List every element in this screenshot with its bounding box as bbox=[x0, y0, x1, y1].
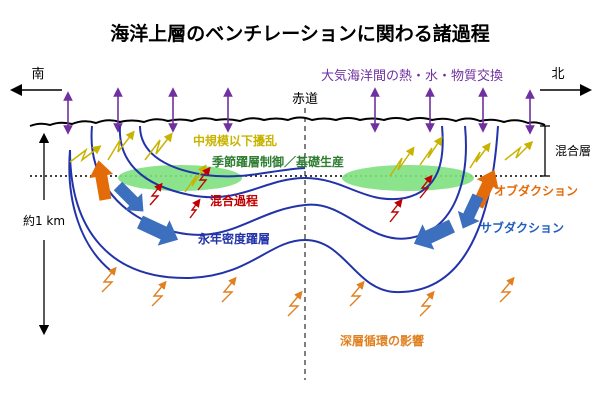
isopycnal-left-edge bbox=[68, 149, 111, 271]
deep-label: 深層循環の影響 bbox=[340, 333, 424, 348]
seasonal-ellipse-north bbox=[342, 165, 474, 191]
thermocline-label: 永年密度躍層 bbox=[197, 231, 270, 246]
depth-label: 約1 km bbox=[23, 213, 65, 228]
mesoscale-label: 中規模以下擾乱 bbox=[193, 133, 277, 148]
seasonal-ellipse-south bbox=[118, 165, 242, 191]
obduction-label: オブダクション bbox=[494, 183, 578, 198]
mesoscale-arrows bbox=[69, 130, 534, 193]
north-label: 北 bbox=[551, 67, 564, 82]
mixing-label: 混合過程 bbox=[210, 193, 258, 208]
title: 海洋上層のベンチレーションに関わる諸過程 bbox=[110, 22, 490, 45]
mixing-arrows bbox=[149, 166, 433, 223]
seasonal-label: 季節躍層制御／基礎生産 bbox=[211, 154, 344, 169]
deep-arrows bbox=[101, 266, 515, 317]
equator-label: 赤道 bbox=[292, 92, 318, 107]
subduction-label: サブダクション bbox=[480, 220, 564, 235]
exchange-arrows bbox=[63, 87, 535, 135]
sea-surface bbox=[29, 116, 546, 127]
subduction-arrows bbox=[113, 181, 484, 250]
south-label: 南 bbox=[31, 66, 44, 82]
mixed-layer-label: 混合層 bbox=[555, 143, 591, 158]
exchange-label: 大気海洋間の熱・水・物質交換 bbox=[321, 68, 503, 84]
isopycnals bbox=[69, 125, 499, 294]
